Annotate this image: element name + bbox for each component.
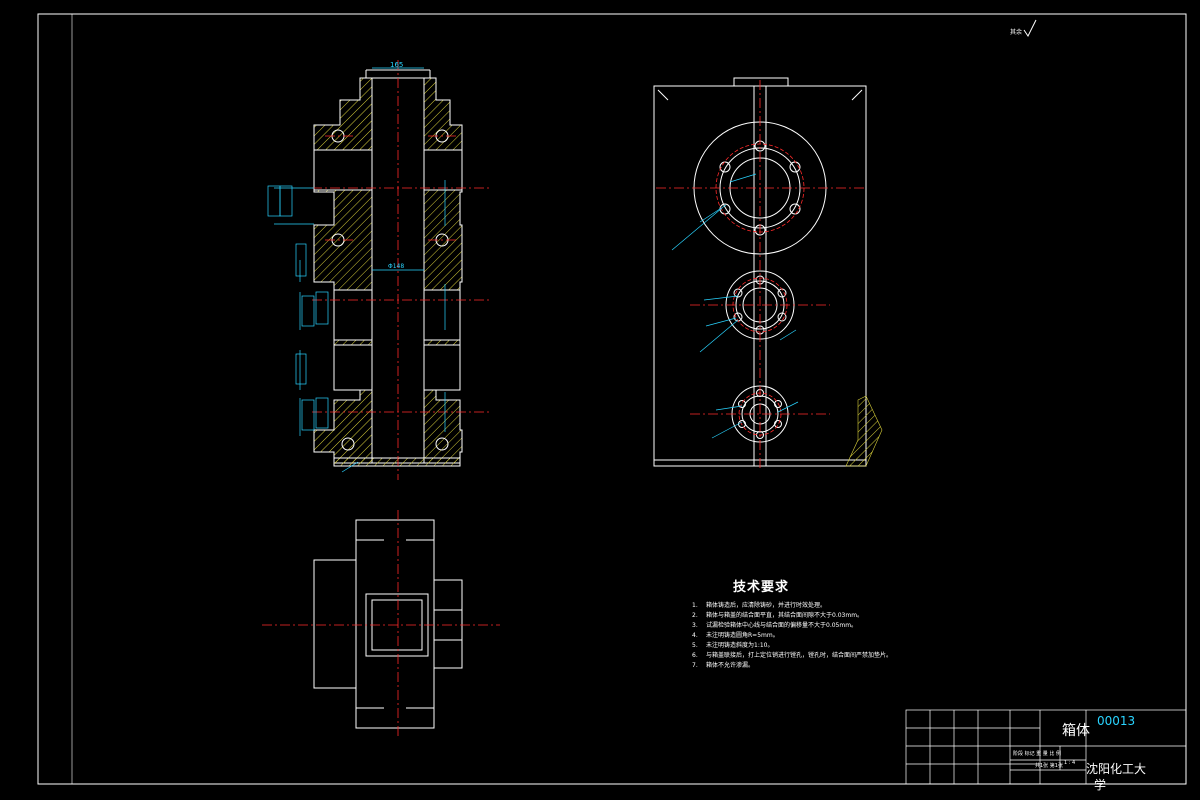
inner-border xyxy=(71,13,1187,785)
surface-finish-label: 其余 xyxy=(1010,29,1023,36)
title-block xyxy=(905,709,1187,785)
front-view-dimensions xyxy=(671,173,799,439)
front-view-hatch xyxy=(845,395,883,467)
technical-requirement-item: 1. 箱体铸造后，应清除铸砂，并进行时效处理。 xyxy=(692,600,826,609)
technical-requirement-number: 4. xyxy=(692,632,698,639)
sheet-count: 共1张 第1张 xyxy=(1035,763,1063,769)
technical-requirement-text: 箱体不允许渗漏。 xyxy=(706,662,755,669)
technical-requirement-item: 3. 试漏检验箱体中心线与结合面的偏移量不大于0.05mm。 xyxy=(692,620,857,629)
top-view xyxy=(313,519,463,729)
outer-border xyxy=(37,13,1187,785)
top-view-centerlines xyxy=(262,510,500,738)
part-name: 箱体 xyxy=(1062,723,1090,739)
school-name: 沈阳化工大 xyxy=(1086,762,1147,776)
technical-requirement-number: 5. xyxy=(692,642,698,649)
technical-requirement-text: 箱体铸造后，应清除铸砂，并进行时效处理。 xyxy=(706,602,827,609)
technical-requirement-text: 与箱盖联接后，打上定位销进行镗孔，镗孔时，结合面间严禁加垫片。 xyxy=(706,652,893,659)
technical-requirement-item: 6. 与箱盖联接后，打上定位销进行镗孔，镗孔时，结合面间严禁加垫片。 xyxy=(692,650,892,659)
technical-requirement-item: 4. 未注明铸造圆角R=5mm。 xyxy=(692,630,779,639)
school-name-line2: 学 xyxy=(1094,778,1107,792)
title-block-headings: 阶段 标记 重 量 比 例 xyxy=(1013,751,1061,757)
technical-requirement-item: 7. 箱体不允许渗漏。 xyxy=(692,660,754,669)
technical-requirement-text: 试漏检验箱体中心线与结合面的偏移量不大于0.05mm。 xyxy=(706,622,858,629)
drawing-scale: 1 : 4 xyxy=(1064,760,1076,766)
technical-requirement-number: 6. xyxy=(692,652,698,659)
technical-requirement-item: 2. 箱体与箱盖的结合面平直，其结合面间隙不大于0.03mm。 xyxy=(692,610,863,619)
technical-requirement-text: 箱体与箱盖的结合面平直，其结合面间隙不大于0.03mm。 xyxy=(706,612,864,619)
technical-requirement-text: 未注明铸造圆角R=5mm。 xyxy=(706,632,779,639)
front-view-centerlines xyxy=(656,80,864,470)
section-centerlines xyxy=(312,60,490,480)
section-dimensions xyxy=(267,67,446,473)
technical-requirements-title: 技术要求 xyxy=(733,580,790,595)
dim-middle-label: Φ148 xyxy=(388,263,404,270)
drawing-code: 00013 xyxy=(1097,714,1136,728)
dim-top-label: 165 xyxy=(390,61,403,69)
technical-requirement-number: 1. xyxy=(692,602,698,609)
technical-requirement-item: 5. 未注明铸造斜度为1:10。 xyxy=(692,640,773,649)
technical-requirement-number: 7. xyxy=(692,662,698,669)
technical-requirement-number: 3. xyxy=(692,622,698,629)
section-view xyxy=(313,69,463,467)
technical-requirement-number: 2. xyxy=(692,612,698,619)
technical-requirement-text: 未注明铸造斜度为1:10。 xyxy=(706,642,774,649)
surface-finish-symbol xyxy=(1023,19,1037,37)
